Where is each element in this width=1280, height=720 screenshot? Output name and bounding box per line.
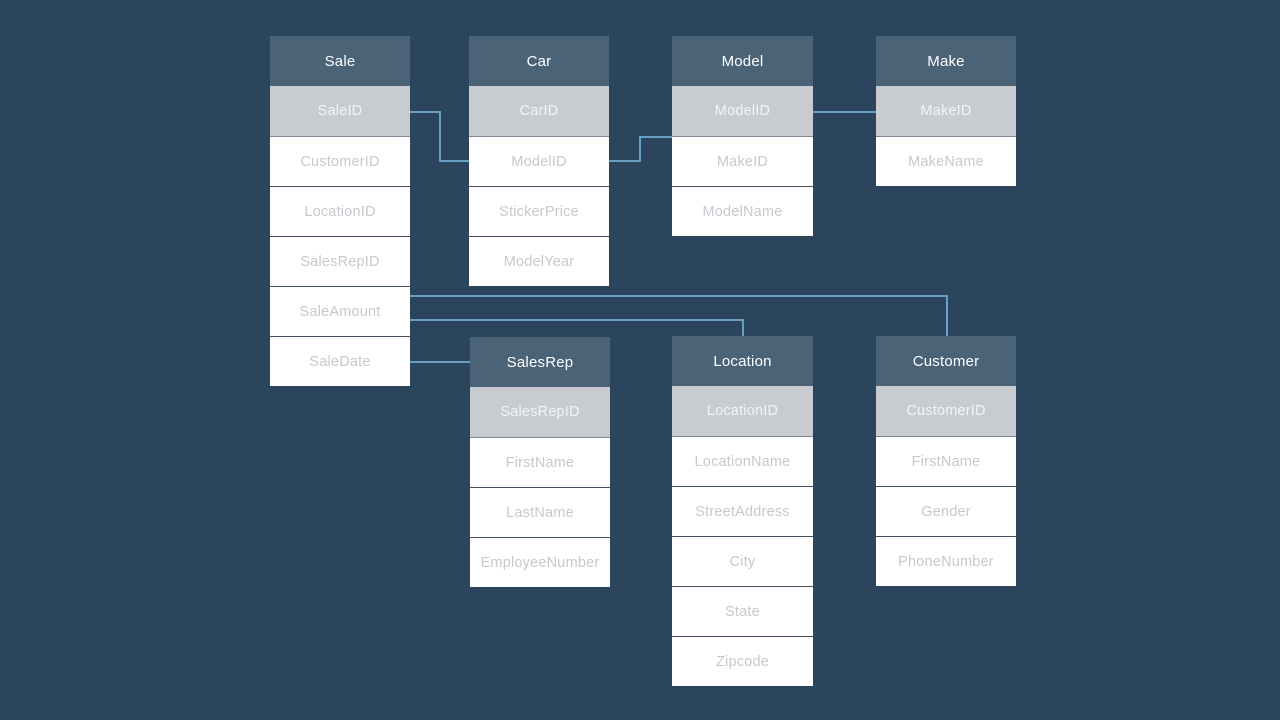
connector-sale-to-customer (410, 295, 948, 336)
field-streetaddress[interactable]: StreetAddress (672, 486, 813, 536)
field-modelname[interactable]: ModelName (672, 186, 813, 236)
entity-title-salesrep: SalesRep (470, 337, 610, 387)
field-carid[interactable]: CarID (469, 86, 609, 136)
field-modelid[interactable]: ModelID (672, 86, 813, 136)
field-firstname[interactable]: FirstName (876, 436, 1016, 486)
entity-title-make: Make (876, 36, 1016, 86)
field-saledate[interactable]: SaleDate (270, 336, 410, 386)
field-gender[interactable]: Gender (876, 486, 1016, 536)
field-locationid[interactable]: LocationID (672, 386, 813, 436)
entity-title-sale: Sale (270, 36, 410, 86)
field-firstname[interactable]: FirstName (470, 437, 610, 487)
field-zipcode[interactable]: Zipcode (672, 636, 813, 686)
field-salesrepid[interactable]: SalesRepID (470, 387, 610, 437)
field-modelyear[interactable]: ModelYear (469, 236, 609, 286)
field-customerid[interactable]: CustomerID (876, 386, 1016, 436)
field-saleid[interactable]: SaleID (270, 86, 410, 136)
connector-sale-to-location (410, 319, 744, 336)
connector-car-model-to-sale-saleid (410, 111, 469, 162)
field-phonenumber[interactable]: PhoneNumber (876, 536, 1016, 586)
field-city[interactable]: City (672, 536, 813, 586)
field-makename[interactable]: MakeName (876, 136, 1016, 186)
field-makeid[interactable]: MakeID (672, 136, 813, 186)
field-locationname[interactable]: LocationName (672, 436, 813, 486)
field-locationid[interactable]: LocationID (270, 186, 410, 236)
field-stickerprice[interactable]: StickerPrice (469, 186, 609, 236)
field-lastname[interactable]: LastName (470, 487, 610, 537)
field-customerid[interactable]: CustomerID (270, 136, 410, 186)
entity-title-model: Model (672, 36, 813, 86)
entity-title-customer: Customer (876, 336, 1016, 386)
field-makeid[interactable]: MakeID (876, 86, 1016, 136)
field-state[interactable]: State (672, 586, 813, 636)
entity-title-location: Location (672, 336, 813, 386)
field-salesrepid[interactable]: SalesRepID (270, 236, 410, 286)
field-modelid[interactable]: ModelID (469, 136, 609, 186)
entity-title-car: Car (469, 36, 609, 86)
field-employeenumber[interactable]: EmployeeNumber (470, 537, 610, 587)
field-saleamount[interactable]: SaleAmount (270, 286, 410, 336)
connector-car-modelid-to-model (609, 136, 672, 162)
